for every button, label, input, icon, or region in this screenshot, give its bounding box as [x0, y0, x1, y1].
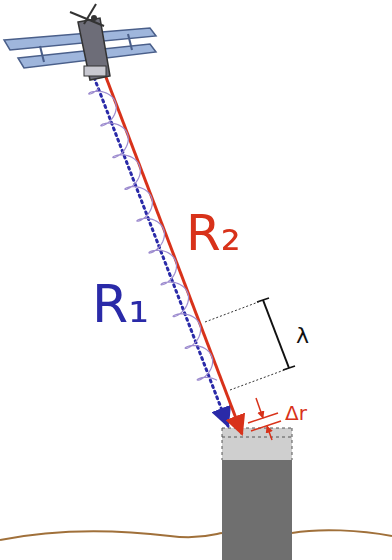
- delta-r-tick: [251, 421, 281, 431]
- tower-outline: [222, 428, 223, 460]
- wavelength-label: λ: [296, 325, 309, 347]
- wavelength-leader: [230, 369, 287, 390]
- tower-body: [222, 460, 292, 560]
- wavelength-bar: [263, 300, 289, 368]
- tower-outline: [292, 428, 293, 460]
- range-label: R₂: [186, 208, 241, 258]
- delta-r-tick: [248, 413, 278, 423]
- antenna-top: [222, 428, 292, 460]
- wavelength-leader: [205, 301, 261, 322]
- delta-r-arrow: [267, 426, 272, 440]
- range-label: R₁: [92, 278, 149, 330]
- delta-r-arrow: [256, 398, 263, 418]
- range-r2-beam: [104, 72, 242, 434]
- wavelength-tick: [283, 366, 295, 370]
- reference-line: [222, 437, 292, 438]
- delta-range-label: Δr: [285, 403, 307, 423]
- ground-line: [0, 530, 392, 540]
- biplane: [4, 4, 156, 80]
